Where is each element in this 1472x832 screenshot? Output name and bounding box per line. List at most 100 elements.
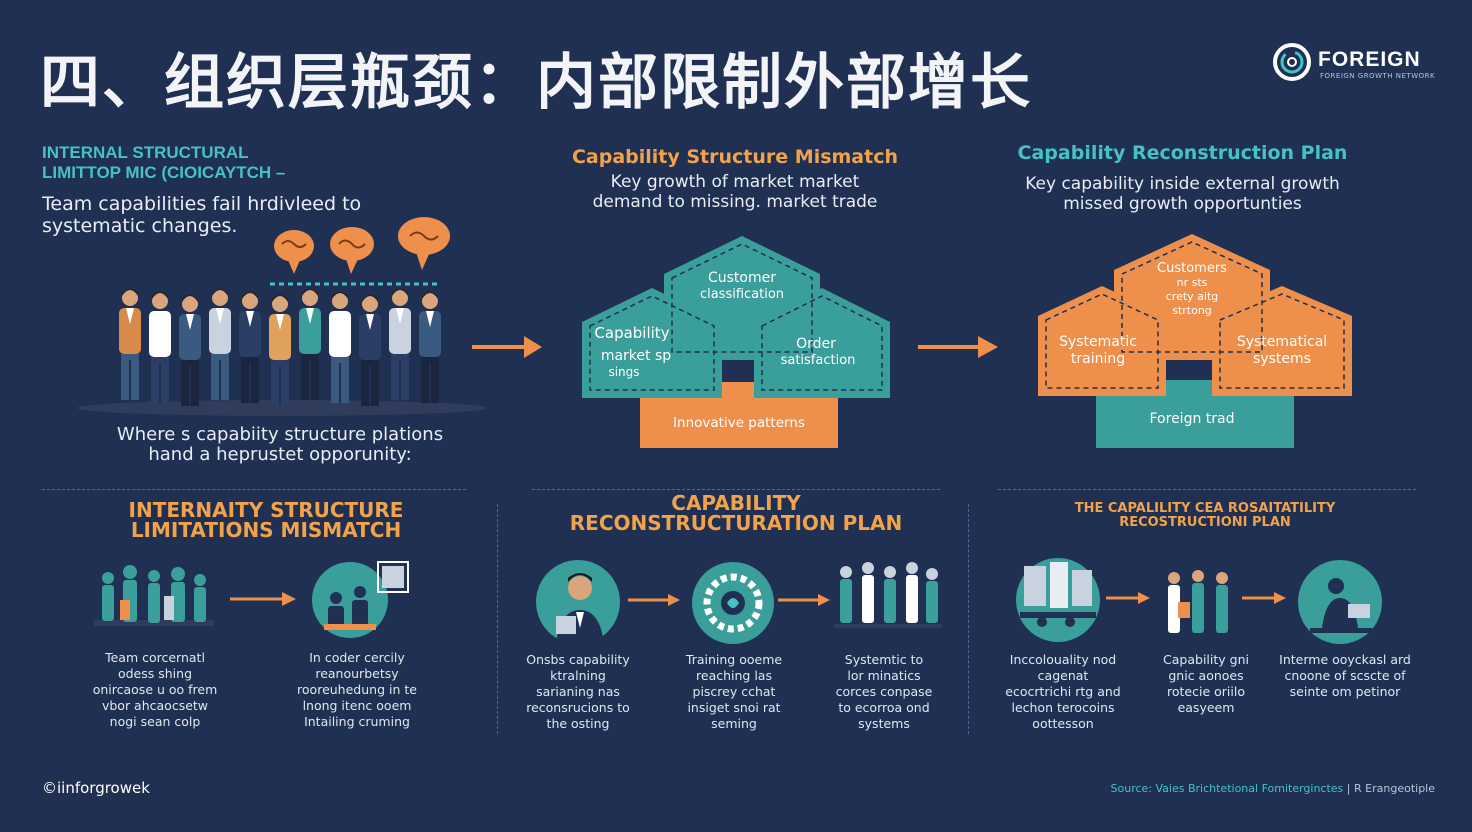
- house-left-label: market sp: [601, 348, 671, 364]
- office-workspace-icon: [1016, 558, 1100, 642]
- mismatch-section-title: Capability Structure Mismatch: [571, 146, 899, 168]
- brand-logo: FOREIGN FOREIGN GROWTH NETWORK: [1272, 42, 1442, 86]
- mismatch-subtitle-line-1: Key growth of market market: [610, 172, 860, 192]
- house-right-label: systems: [1253, 351, 1311, 367]
- caption-line: corces conpase: [835, 684, 933, 699]
- team-member-figure: [299, 289, 321, 400]
- globe-logo-icon: [1273, 43, 1311, 81]
- house-right-block: [754, 288, 890, 398]
- team-member-figure: [269, 295, 291, 406]
- page-title: 四、组织层瓶颈：内部限制外部增长: [40, 48, 1032, 118]
- team-illustration: [77, 217, 487, 416]
- panel1-step1-caption: Team corcernatl odess shing onircaose u …: [80, 650, 230, 730]
- panel-divider: [968, 504, 969, 734]
- internal-title-line-2: LIMITTOP MIC (CIOICAYTCH –: [42, 163, 286, 182]
- plan-subtitle-line-2: missed growth opportunties: [1063, 194, 1302, 214]
- panel2-step2-caption: Training ooeme reaching las piscrey ccha…: [664, 652, 804, 732]
- caption-line: reanourbetsy: [315, 666, 399, 681]
- consultant-portrait-icon: [536, 560, 620, 644]
- person-at-desk-icon: [1298, 560, 1382, 644]
- arrow-right-icon: [778, 594, 830, 606]
- speech-bubble-icon: [330, 227, 374, 274]
- footer-source: Source: Vaies Brichtetional Fomiterginct…: [1060, 782, 1435, 795]
- team-member-figure: [239, 292, 261, 403]
- caption-line: seming: [711, 716, 757, 731]
- house-left-label: Capability: [594, 324, 669, 342]
- house-base-label: Innovative patterns: [673, 415, 805, 431]
- caption-line: lnong itenc ooem: [302, 698, 412, 713]
- caption-line: Interme ooyckasl ard: [1279, 652, 1411, 667]
- house-top-label: nr sts: [1177, 276, 1208, 289]
- caption-line: vbor ahcaocsetw: [101, 698, 209, 713]
- caption-line: piscrey cchat: [692, 684, 776, 699]
- caption-line: cagenat: [1037, 668, 1089, 683]
- arrow-right-icon: [1106, 592, 1150, 604]
- panel3-title-line-2: RECOSTRUCTIONI PLAN: [1119, 515, 1291, 530]
- team-member-figure: [119, 289, 141, 400]
- mismatch-section-subtitle: Key growth of market market demand to mi…: [560, 172, 910, 212]
- caption-line: cnoone of scscte of: [1284, 668, 1406, 683]
- caption-line: reconsrucions to: [526, 700, 630, 715]
- caption-line: Inccolouality nod: [1009, 652, 1117, 667]
- caption-line: nogi sean colp: [109, 714, 201, 729]
- house-left-block: [1038, 286, 1166, 396]
- caption-line: ecocrtrichi rtg and: [1005, 684, 1121, 699]
- team-member-figure: [329, 292, 351, 403]
- panel2-title-line-1: CAPABILITY: [671, 491, 801, 515]
- caption-line: Capability gni: [1163, 652, 1249, 667]
- caption-line: Training ooeme: [685, 652, 783, 667]
- caption-line: odess shing: [117, 666, 193, 681]
- internal-subtitle-line-1: Team capabilities fail hrdivleed to: [42, 193, 362, 215]
- team-members-group: [119, 289, 441, 406]
- panel2-title-line-2: RECONSTRUCTURATION PLAN: [569, 511, 903, 535]
- house-top-label: Customers: [1157, 261, 1227, 276]
- team-group-icon: [94, 565, 214, 626]
- house-top-label: classification: [700, 287, 784, 302]
- panel3-title: THE CAPALILITY CEA ROSAITATILITY RECOSTR…: [1030, 502, 1380, 530]
- house-right-block: [1212, 286, 1352, 396]
- section-divider: [532, 489, 940, 490]
- internal-section-title: INTERNAL STRUCTURAL LIMITTOP MIC (CIOICA…: [42, 143, 285, 183]
- panel1-title-line-2: LIMITATIONS MISMATCH: [130, 518, 402, 542]
- section-divider: [42, 489, 466, 490]
- internal-section-caption: Where s capabiity structure plations han…: [70, 425, 490, 465]
- internal-section-subtitle: Team capabilities fail hrdivleed to syst…: [42, 193, 361, 237]
- footer-credit: R Erangeotiple: [1354, 782, 1435, 795]
- house-left-block: [582, 288, 722, 398]
- panel2-step1-caption: Onsbs capability ktralning sarianing nas…: [510, 652, 646, 732]
- caption-line: Onsbs capability: [526, 652, 630, 667]
- house-left-label: sings: [608, 365, 639, 379]
- section-divider: [998, 489, 1416, 490]
- team-member-figure: [389, 289, 411, 400]
- plan-section-subtitle: Key capability inside external growth mi…: [990, 174, 1375, 214]
- panel3-step2-caption: Capability gni gnic aonoes rotecie oriil…: [1140, 652, 1272, 716]
- mismatch-house-diagram: Customer classification Capability marke…: [582, 236, 890, 448]
- arrow-right-icon: [918, 336, 998, 358]
- caption-line: systems: [858, 716, 910, 731]
- house-top-label: Customer: [708, 270, 776, 286]
- house-right-label: Systematical: [1237, 334, 1327, 350]
- plan-house-diagram: Customers nr sts crety aitg strtong Syst…: [1038, 234, 1352, 448]
- house-left-label: training: [1071, 351, 1125, 367]
- internal-caption-line-1: Where s capabiity structure plations: [116, 424, 444, 445]
- caption-line: seinte om petinor: [1289, 684, 1401, 699]
- house-base-label: Foreign trad: [1150, 411, 1235, 427]
- caption-line: insiget snoi rat: [687, 700, 781, 715]
- footer-source-text: Source: Vaies Brichtetional Fomiterginct…: [1110, 782, 1344, 795]
- team-member-figure: [419, 292, 441, 403]
- caption-line: Team corcernatl: [105, 650, 205, 665]
- house-top-label: strtong: [1172, 304, 1212, 317]
- footer-separator: |: [1346, 782, 1351, 795]
- caption-line: to ecorroa ond: [838, 700, 930, 715]
- plan-section-title: Capability Reconstruction Plan: [1017, 142, 1348, 164]
- caption-line: rooreuhedung in te: [297, 682, 417, 697]
- caption-line: lor minatics: [847, 668, 921, 683]
- team-member-figure: [209, 289, 231, 400]
- team-member-figure: [179, 295, 201, 406]
- logo-wordmark: FOREIGN: [1318, 48, 1421, 71]
- team-member-figure: [149, 292, 171, 403]
- caption-line: onircaose u oo frem: [92, 682, 218, 697]
- internal-caption-line-2: hand a heprustet opporunity:: [148, 444, 412, 465]
- internal-subtitle-line-2: systematic changes.: [42, 215, 238, 237]
- caption-line: Systemtic to: [844, 652, 924, 667]
